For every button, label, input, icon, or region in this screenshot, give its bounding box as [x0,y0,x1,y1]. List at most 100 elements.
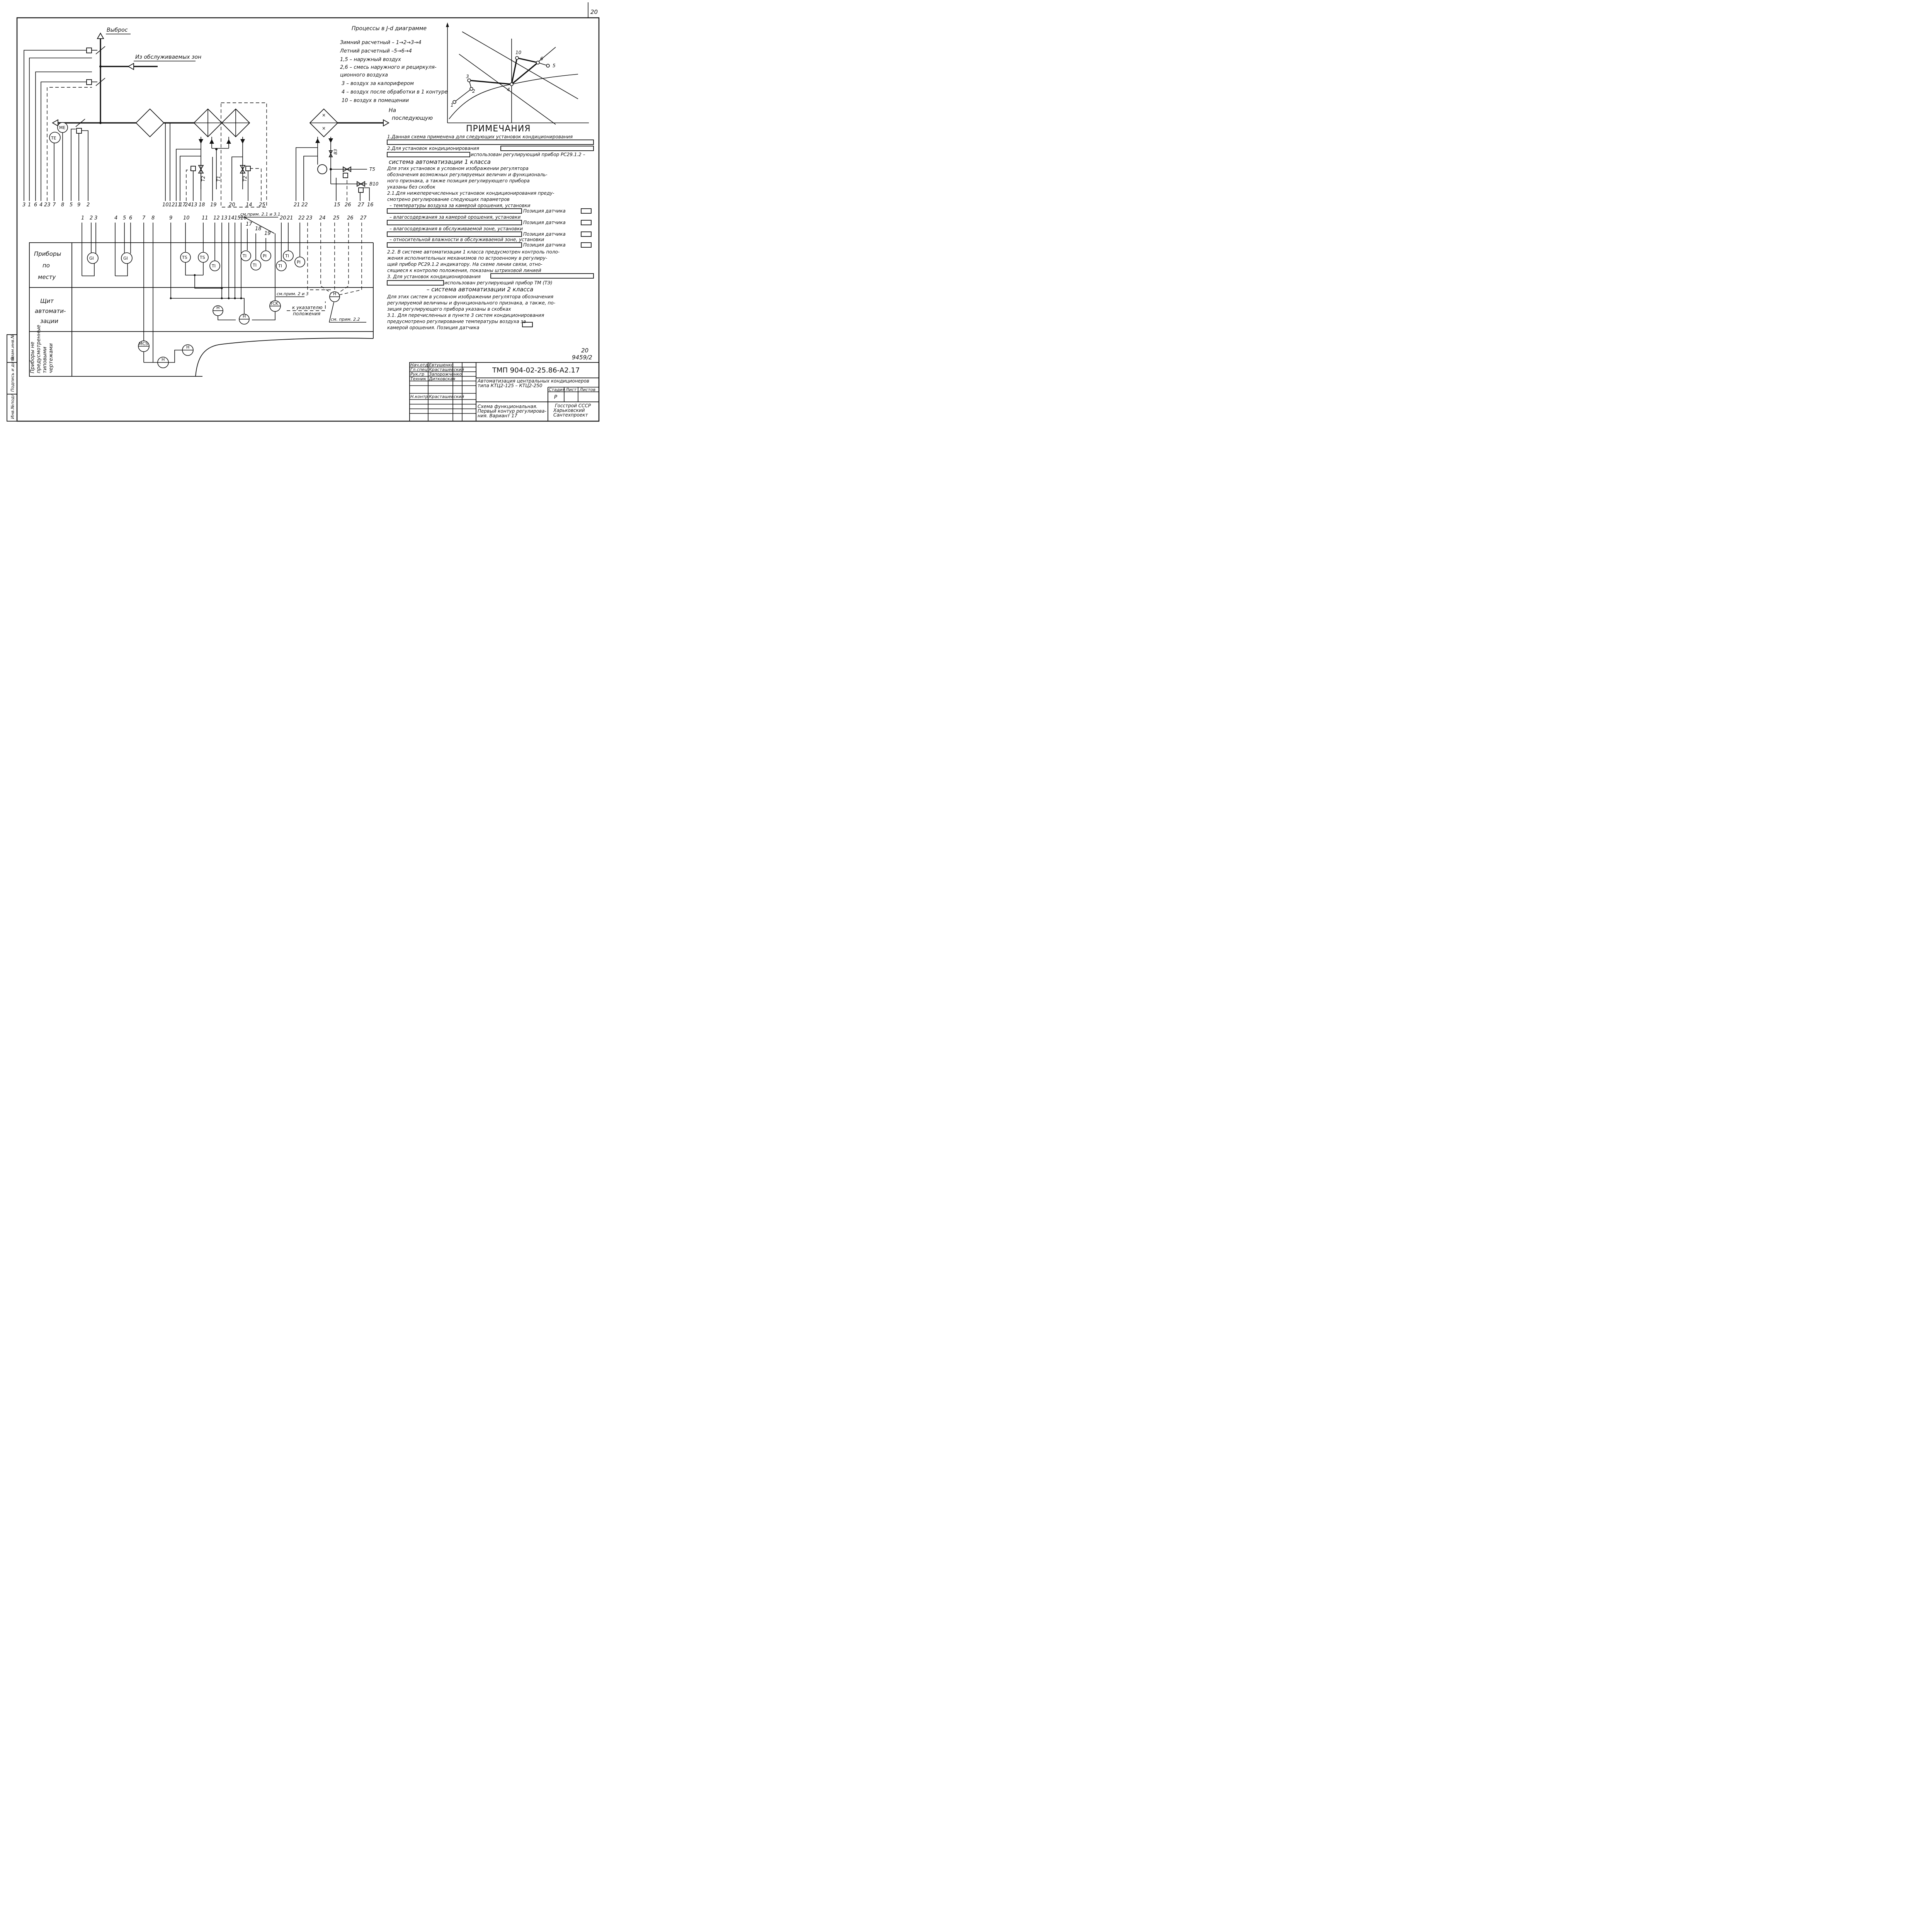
svg-text:Зимний расчетный – 1→2→3→4: Зимний расчетный – 1→2→3→4 [340,40,421,46]
svg-text:Лист: Лист [565,387,577,392]
svg-text:17: 17 [179,202,186,208]
svg-text:GI: GI [89,256,94,261]
sheet-frame [16,17,600,422]
svg-text:H: H [186,345,189,350]
svg-text:сящиеся к контролю положения,: сящиеся к контролю положения, показаны ш… [387,268,541,273]
instrument-ti-2: TI [240,250,251,261]
instrument-h-other-2: H [182,344,194,356]
drawing-title: Схема функциональная.Первый контур регул… [478,404,546,418]
sensor-te-label: TE [51,136,56,141]
svg-text:– влагосодержания в обслуживае: – влагосодержания в обслуживаемой зоне, … [389,226,523,231]
svg-text:5: 5 [70,202,73,208]
note-ref-1: см.прим. 2.1 и 3.1 [240,212,281,217]
exhaust-label: Выброс [107,27,128,33]
sensor-me-label: ME [59,125,65,130]
jd-diagram: 1 2 3 4 5 6 10 [446,22,589,125]
svg-text:TI: TI [278,264,282,269]
svg-text:Красташевский: Красташевский [429,367,464,372]
svg-text:камерой орошения. Позиция датч: камерой орошения. Позиция датчика [387,325,479,330]
svg-text:×: × [322,126,326,131]
svg-text:TI: TI [211,264,216,269]
svg-text:Для этих систем в условном изо: Для этих систем в условном изображении р… [387,294,553,299]
instrument-ti-3: TI [250,260,261,270]
svg-text:1,5 – наружный воздух: 1,5 – наружный воздух [340,57,401,63]
svg-text:Позиция датчика: Позиция датчика [523,242,566,248]
svg-text:19: 19 [264,231,271,236]
svg-text:10: 10 [162,202,169,208]
svg-text:2.2. В системе автоматизации 1: 2.2. В системе автоматизации 1 класса пр… [387,249,560,255]
svg-text:Позиция датчика: Позиция датчика [523,231,566,237]
svg-text:23: 23 [44,202,51,208]
svg-text:GI: GI [123,256,128,261]
svg-text:указаны без скобок: указаны без скобок [387,184,435,190]
svg-text:5: 5 [123,215,126,221]
svg-text:6: 6 [129,215,132,221]
instrument-gi-1: GI [87,252,99,264]
stamp-number: 20 [581,347,588,354]
pipe-label-t2-right: Т2 [242,176,248,182]
instrument-pi-2: PI [294,257,305,267]
title-block: 20 9459/2 Нач.отд Евтушенко Гл.спец Крас… [409,347,599,422]
svg-text:4 – воздух после обработки в 1: 4 – воздух после обработки в 1 контуре [342,89,447,95]
sensor-te [49,132,61,143]
instrument-ts-2: TS [198,252,209,263]
svg-text:10: 10 [183,215,190,221]
svg-text:обозначения возможных регулиру: обозначения возможных регулируемых велич… [387,172,548,177]
svg-text:4: 4 [507,87,510,92]
spray-chamber [309,108,338,138]
svg-text:Техник: Техник [410,376,426,381]
svg-text:7: 7 [53,202,56,208]
row-header-other: Приборы непредусмотренныетиповымичертежа… [30,325,54,373]
note-ref-2: см.прим. 2 и 3 [277,291,309,296]
instrument-gi-2: GI [121,252,133,264]
instrument-ti-5: TI [283,250,294,261]
instrument-ts-1: TS [180,252,191,263]
svg-text:H: H [243,314,246,319]
svg-text:Позиция датчика: Позиция датчика [523,208,566,214]
instrument-h-panel-2: H [213,305,223,316]
svg-text:Запорожченко: Запорожченко [429,372,462,377]
notes-heading: ПРИМЕЧАНИЯ [466,124,531,134]
svg-text:11: 11 [202,215,208,221]
svg-text:21: 21 [294,202,300,208]
svg-text:H: H [216,305,219,310]
jd-title: Процессы в J-d диаграмме [352,26,427,32]
instrument-h-other-1: H [157,357,169,368]
pipe-label-t1: Т1 [216,176,221,182]
side-cell-signature: Подпись и дата [10,357,15,392]
svg-text:Позиция датчика: Позиция датчика [523,220,566,225]
svg-text:TI: TI [285,253,289,259]
svg-text:Н.контр: Н.контр [410,394,428,399]
damper-actuator-1 [86,48,92,53]
svg-text:3: 3 [466,74,469,79]
svg-text:PI: PI [297,260,301,265]
svg-text:MCS: MCS [139,341,148,346]
svg-text:4: 4 [39,202,43,208]
svg-text:22: 22 [298,215,305,221]
svg-text:27: 27 [360,215,367,221]
pipe-label-v10: В10 [369,181,379,187]
svg-text:Летний расчетный –5→6→4: Летний расчетный –5→6→4 [340,48,412,54]
svg-text:13: 13 [191,202,197,208]
spray-pump [317,164,327,174]
svg-text:жения исполнительных механизмо: жения исполнительных механизмов по встро… [387,255,547,261]
svg-text:Гл.спец: Гл.спец [410,367,427,372]
instrument-tck: TCK [269,300,281,312]
svg-text:22: 22 [301,202,308,208]
svg-text:2: 2 [90,215,93,221]
svg-text:26: 26 [347,215,354,221]
svg-text:ного признака, а также позиция: ного признака, а также позиция регулирую… [387,178,530,184]
svg-text:×: × [322,112,326,118]
svg-text:16: 16 [367,202,374,208]
svg-text:26: 26 [345,202,351,208]
svg-text:использован регулирующий прибо: использован регулирующий прибор ТМ (ТЭ) [444,280,553,286]
svg-text:23: 23 [306,215,313,221]
svg-text:– температуры воздуха за камер: – температуры воздуха за камерой орошени… [389,203,531,208]
svg-text:14: 14 [246,202,252,208]
